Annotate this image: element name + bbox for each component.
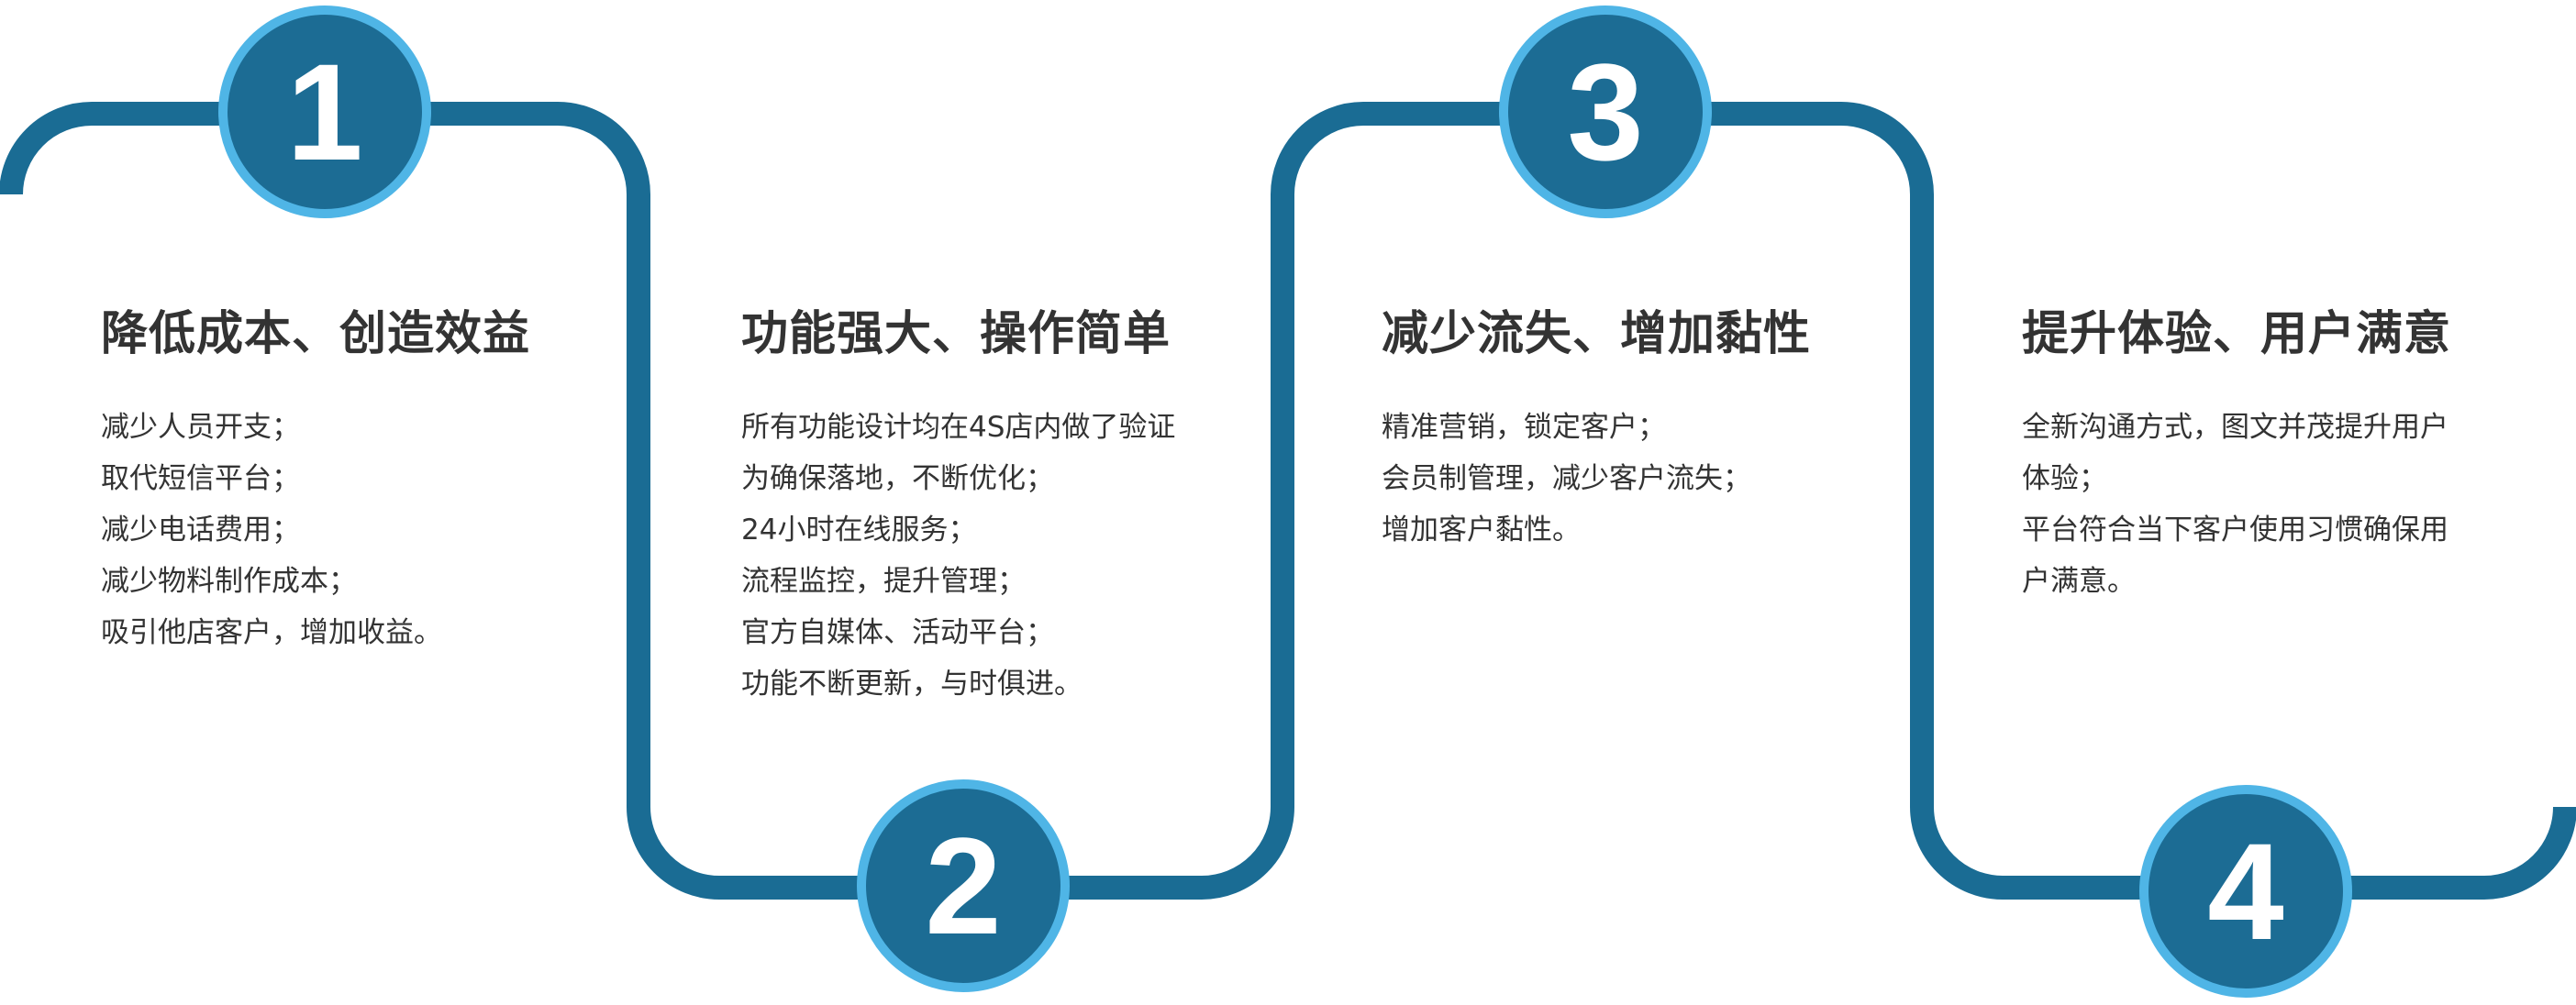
step-4-item: 平台符合当下客户使用习惯确保用: [2022, 514, 2448, 547]
step-2-item: 为确保落地，不断优化；: [741, 462, 1054, 495]
step-1-item: 取代短信平台；: [101, 462, 300, 495]
track-line: [0, 102, 2576, 900]
step-3-items: 精准营销，锁定客户； 会员制管理，减少客户流失； 增加客户黏性。: [1382, 402, 1859, 556]
step-4-number-badge: 4: [2139, 785, 2352, 998]
step-2-items: 所有功能设计均在4S店内做了验证 为确保落地，不断优化； 24小时在线服务； 流…: [741, 402, 1218, 710]
step-2-item: 所有功能设计均在4S店内做了验证: [741, 411, 1176, 444]
step-2-item: 24小时在线服务；: [741, 514, 977, 547]
step-2-title: 功能强大、操作简单: [741, 307, 1171, 361]
step-2-item: 流程监控，提升管理；: [741, 565, 1026, 598]
step-1-item: 吸引他店客户，增加收益。: [101, 616, 442, 649]
step-2: 功能强大、操作简单 所有功能设计均在4S店内做了验证 为确保落地，不断优化； 2…: [741, 295, 1218, 710]
step-4-item: 户满意。: [2022, 565, 2136, 598]
step-1-item: 减少人员开支；: [101, 411, 300, 444]
step-4-item: 全新沟通方式，图文并茂提升用户: [2022, 411, 2448, 444]
step-3-item: 会员制管理，减少客户流失；: [1382, 462, 1751, 495]
step-4-item: 体验；: [2022, 462, 2107, 495]
step-4-title: 提升体验、用户满意: [2022, 307, 2452, 361]
step-3-item: 精准营销，锁定客户；: [1382, 411, 1666, 444]
step-3-number-badge: 3: [1499, 6, 1712, 218]
step-4: 提升体验、用户满意 全新沟通方式，图文并茂提升用户 体验； 平台符合当下客户使用…: [2022, 295, 2499, 607]
step-1-item: 减少物料制作成本；: [101, 565, 357, 598]
step-1-item: 减少电话费用；: [101, 514, 300, 547]
step-2-number-badge: 2: [857, 779, 1070, 992]
step-3: 减少流失、增加黏性 精准营销，锁定客户； 会员制管理，减少客户流失； 增加客户黏…: [1382, 295, 1859, 556]
step-2-item: 官方自媒体、活动平台；: [741, 616, 1054, 649]
step-1-items: 减少人员开支； 取代短信平台； 减少电话费用； 减少物料制作成本； 吸引他店客户…: [101, 402, 578, 658]
step-1: 降低成本、创造效益 减少人员开支； 取代短信平台； 减少电话费用； 减少物料制作…: [101, 295, 578, 658]
step-1-number-badge: 1: [218, 6, 431, 218]
step-2-item: 功能不断更新，与时俱进。: [741, 668, 1083, 701]
step-3-title: 减少流失、增加黏性: [1382, 307, 1812, 361]
step-3-item: 增加客户黏性。: [1382, 514, 1581, 547]
step-1-title: 降低成本、创造效益: [101, 307, 531, 361]
step-4-items: 全新沟通方式，图文并茂提升用户 体验； 平台符合当下客户使用习惯确保用 户满意。: [2022, 402, 2499, 607]
